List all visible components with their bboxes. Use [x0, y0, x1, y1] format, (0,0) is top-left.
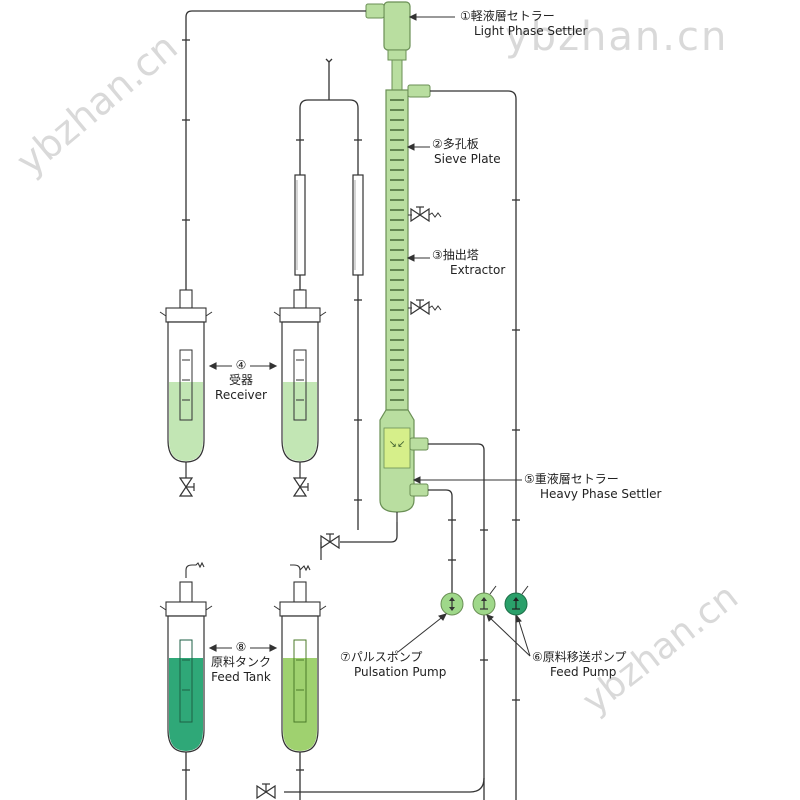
label-sieve-plate: ②多孔板 Sieve Plate	[432, 137, 501, 167]
receiver-left-valve[interactable]	[179, 477, 195, 497]
leader-lines	[397, 13, 531, 657]
label-extractor: ③抽出塔 Extractor	[432, 248, 505, 278]
feed-pump-icon-1[interactable]	[472, 585, 497, 616]
label-receiver: ④ 受器 Receiver	[215, 358, 267, 403]
label-feed-tank-jp: 原料タンク	[210, 655, 272, 669]
receiver-left	[159, 289, 213, 478]
sample-valve-upper[interactable]	[410, 206, 430, 222]
label-receiver-num: ④	[235, 358, 247, 372]
label-feed-pump-en: Feed Pump	[550, 665, 617, 679]
piping	[185, 10, 517, 800]
sample-valve-lower[interactable]	[410, 299, 430, 315]
flowmeter-right	[352, 174, 364, 276]
receiver-arrows	[208, 362, 278, 370]
label-sieve-plate-jp: ②多孔板	[432, 137, 479, 151]
drain-valve[interactable]	[320, 533, 340, 549]
label-receiver-en: Receiver	[215, 388, 267, 402]
feed-line-valve[interactable]	[256, 783, 276, 799]
feed-pump-icon-2[interactable]	[504, 585, 529, 616]
label-light-phase-settler-en: Light Phase Settler	[474, 24, 588, 38]
label-extractor-jp: ③抽出塔	[432, 248, 479, 262]
label-heavy-phase-settler-en: Heavy Phase Settler	[540, 487, 662, 501]
feed-tank-left	[159, 561, 213, 753]
watermark-top-right: ybzhan.cn	[505, 14, 729, 60]
label-receiver-jp: 受器	[228, 373, 254, 387]
label-pulsation-pump-en: Pulsation Pump	[354, 665, 447, 679]
label-feed-pump-jp: ⑥原料移送ポンプ	[532, 650, 627, 664]
label-light-phase-settler-jp: ①軽液層セトラー	[460, 9, 555, 23]
label-heavy-phase-settler-jp: ⑤重液層セトラー	[524, 472, 619, 486]
receiver-right-valve[interactable]	[293, 477, 309, 497]
label-sieve-plate-en: Sieve Plate	[434, 152, 501, 166]
feed-tank-arrows	[208, 644, 278, 652]
svg-text:↘↙: ↘↙	[389, 439, 406, 450]
pulsation-pump-icon[interactable]	[440, 592, 464, 616]
flowmeter-left	[294, 174, 306, 276]
feed-tank-right	[273, 564, 327, 753]
label-feed-tank-num: ⑧	[235, 640, 247, 654]
extraction-column: ↘↙	[379, 1, 415, 522]
sieve-plate-hatch	[390, 99, 404, 401]
label-pulsation-pump-jp: ⑦パルスポンプ	[340, 650, 423, 664]
label-heavy-phase-settler: ⑤重液層セトラー Heavy Phase Settler	[524, 472, 661, 502]
label-extractor-en: Extractor	[450, 263, 506, 277]
label-light-phase-settler: ①軽液層セトラー Light Phase Settler	[460, 9, 587, 39]
label-pulsation-pump: ⑦パルスポンプ Pulsation Pump	[340, 650, 446, 680]
receiver-right	[273, 289, 327, 478]
label-feed-tank-en: Feed Tank	[211, 670, 271, 684]
label-feed-tank: ⑧ 原料タンク Feed Tank	[211, 640, 271, 685]
label-feed-pump: ⑥原料移送ポンプ Feed Pump	[532, 650, 626, 680]
